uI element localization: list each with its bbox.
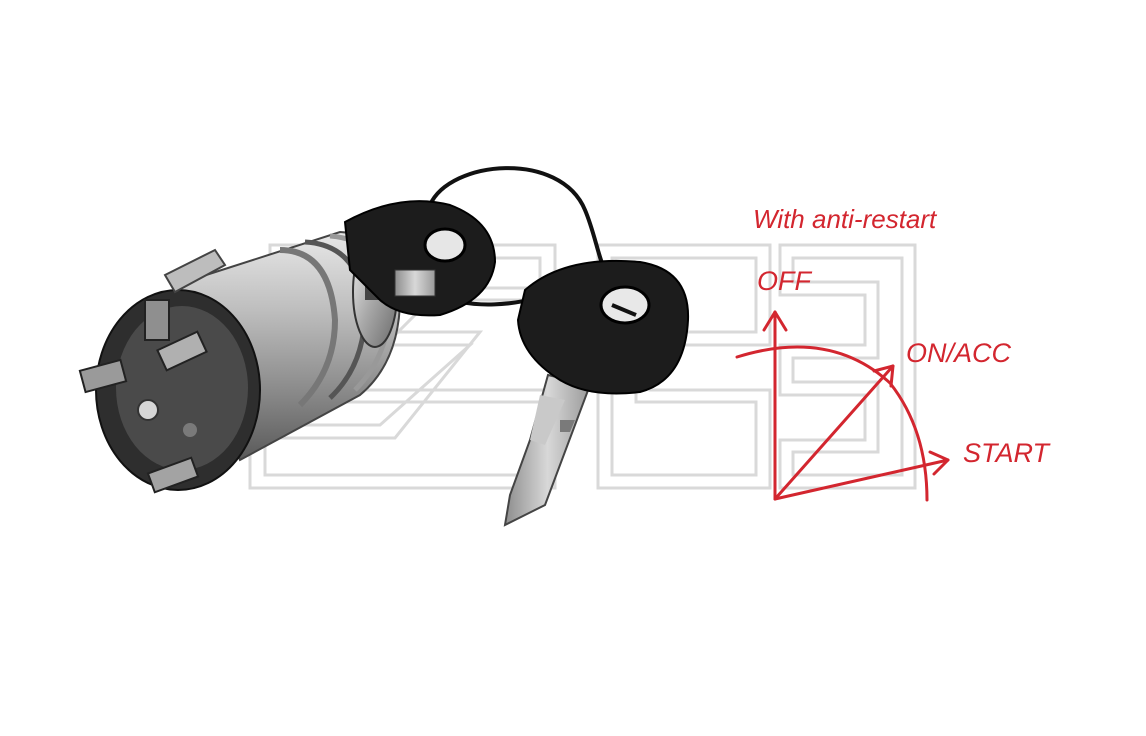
key-inserted [343,200,497,317]
rotation-arc [735,345,929,502]
on-acc-arrow [773,364,895,501]
position-label-off: OFF [757,266,811,296]
key-loose [503,259,690,527]
position-label-on-acc: ON/ACC [906,338,1012,368]
position-label-start: START [963,438,1050,468]
diagram-subtitle: With anti-restart [753,204,937,234]
start-arrow [773,458,950,501]
